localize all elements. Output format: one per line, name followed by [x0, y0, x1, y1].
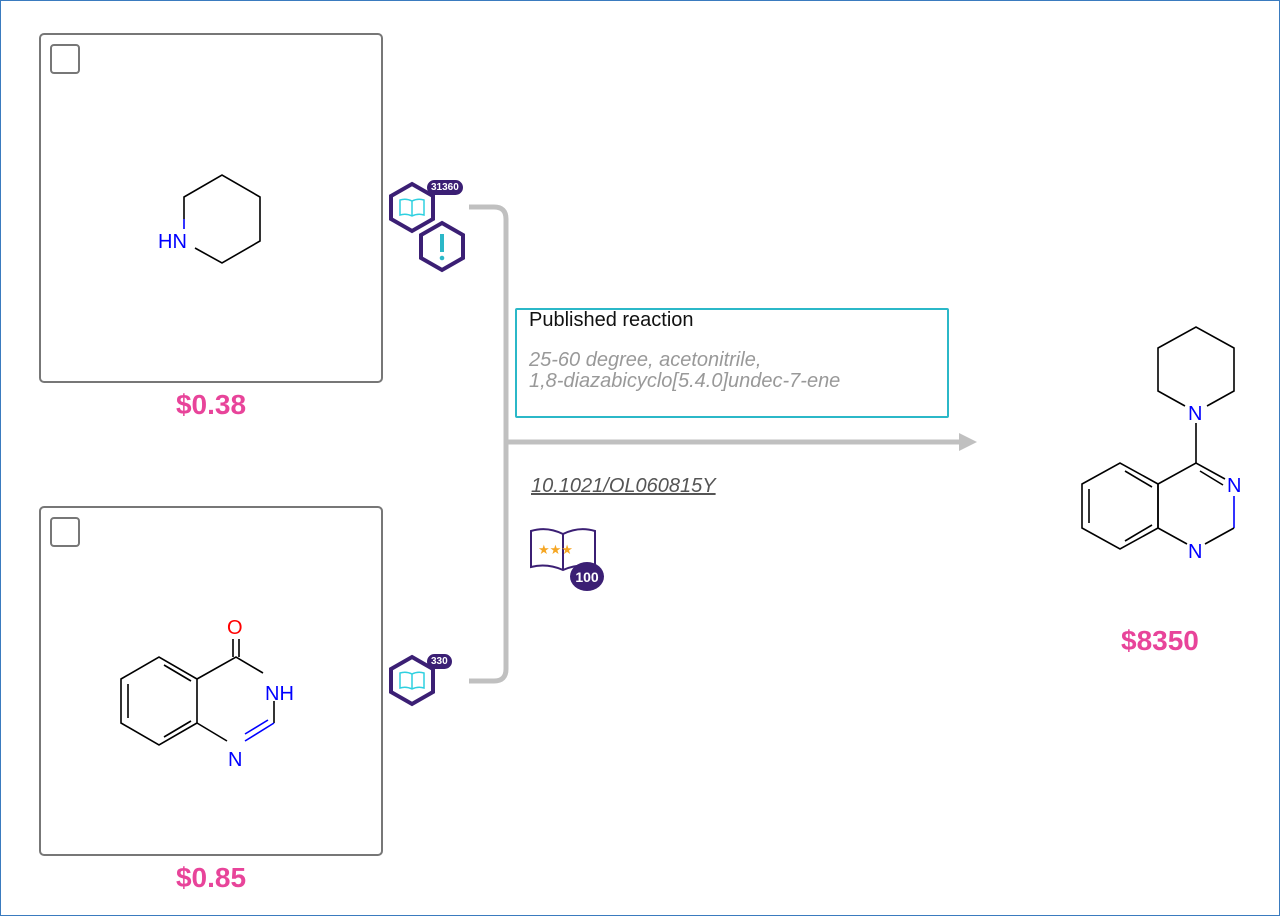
- conditions-line: 25-60 degree, acetonitrile,: [529, 349, 762, 371]
- doi-link[interactable]: 10.1021/OL060815Y: [531, 475, 716, 497]
- select-checkbox[interactable]: [50, 517, 80, 547]
- arrow-head-icon: [959, 433, 977, 451]
- atom-label-n: N: [1227, 475, 1241, 497]
- reactant-price: $0.85: [175, 862, 247, 893]
- literature-book-icon[interactable]: [389, 181, 435, 234]
- select-checkbox[interactable]: [50, 44, 80, 74]
- conditions-line: 1,8-diazabicyclo[5.4.0]undec-7-ene: [529, 370, 841, 392]
- literature-book-icon[interactable]: [389, 654, 435, 707]
- product-price: $8350: [1121, 625, 1199, 656]
- reaction-info-box: Published reaction 25-60 degree, acetoni…: [515, 308, 949, 418]
- reactant-card[interactable]: [39, 33, 383, 383]
- atom-label-n: N: [1188, 403, 1202, 425]
- reaction-title: Published reaction: [529, 309, 694, 331]
- literature-count-badge: 330: [427, 654, 452, 669]
- rating-score-badge: 100: [570, 562, 604, 591]
- rating-stars-icon: ★★★: [538, 542, 573, 557]
- atom-label-n: N: [1188, 541, 1202, 563]
- warning-icon[interactable]: [419, 220, 465, 273]
- reactant-price: $0.38: [175, 389, 247, 420]
- reaction-bracket: [469, 204, 509, 684]
- literature-count-badge: 31360: [427, 180, 463, 195]
- product-structure: [1081, 326, 1235, 550]
- reactant-card[interactable]: [39, 506, 383, 856]
- reaction-conditions: 25-60 degree, acetonitrile, 1,8-diazabic…: [529, 350, 935, 392]
